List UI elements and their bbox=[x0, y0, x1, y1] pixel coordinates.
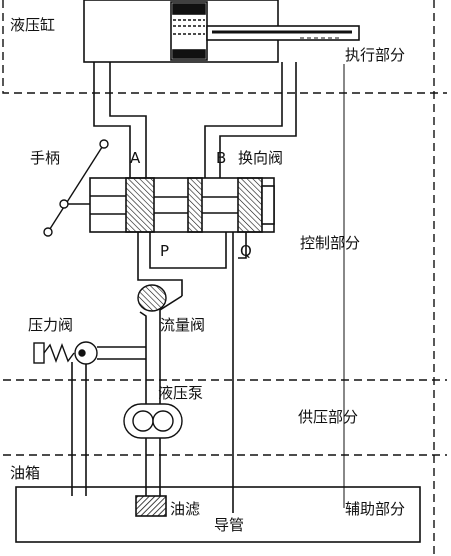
tank-body bbox=[15, 486, 421, 543]
oil-tank bbox=[15, 486, 421, 543]
hydraulic-pump-label: 液压泵 bbox=[158, 384, 203, 402]
pump-to-flow bbox=[139, 311, 147, 404]
port-b-label: B bbox=[216, 149, 226, 167]
handle-knob-top[interactable] bbox=[99, 139, 109, 149]
port-p-label: P bbox=[160, 242, 169, 260]
reversing-valve bbox=[89, 177, 275, 233]
control-part-label: 控制部分 bbox=[300, 234, 360, 252]
pipes bbox=[71, 62, 297, 513]
handle-label: 手柄 bbox=[30, 149, 60, 167]
oil-filter-label: 油滤 bbox=[170, 500, 200, 518]
pressure-valve bbox=[33, 341, 98, 365]
pressure-valve-ball bbox=[74, 341, 98, 365]
pipe-p-inner bbox=[137, 232, 183, 296]
pressure-valve-cap[interactable] bbox=[33, 342, 45, 364]
execution-part-label: 执行部分 bbox=[345, 46, 405, 64]
execution-section-border bbox=[2, 0, 447, 94]
pressure-valve-spring bbox=[43, 343, 75, 363]
pipe-b-inner bbox=[219, 62, 297, 178]
pipe-b-outer bbox=[204, 62, 283, 178]
auxiliary-part-label: 辅助部分 bbox=[345, 500, 405, 518]
pressure-valve-label: 压力阀 bbox=[28, 316, 73, 334]
port-q-label: Q bbox=[240, 242, 252, 260]
oil-tank-label: 油箱 bbox=[10, 464, 40, 482]
flow-valve bbox=[137, 284, 167, 312]
pipe-a-outer bbox=[93, 62, 131, 178]
handle-pivot bbox=[59, 199, 69, 209]
handle-linkage bbox=[43, 139, 126, 237]
pipe-q-inner bbox=[238, 232, 247, 259]
port-a-label: A bbox=[130, 149, 141, 167]
pump-to-flow-2 bbox=[159, 295, 183, 404]
cylinder bbox=[83, 0, 360, 63]
piston-bottom-band bbox=[172, 49, 206, 59]
oil-filter-element bbox=[135, 495, 167, 517]
piston-top-band bbox=[172, 3, 206, 15]
flow-valve-label: 流量阀 bbox=[160, 316, 205, 334]
reversing-valve-label: 换向阀 bbox=[238, 149, 283, 167]
pump-gear-right bbox=[152, 410, 174, 432]
pump-gear-left bbox=[132, 410, 154, 432]
flow-valve-body bbox=[137, 284, 167, 312]
hydraulic-pump bbox=[123, 403, 183, 439]
conduit-label: 导管 bbox=[214, 516, 244, 534]
supply-part-label: 供压部分 bbox=[298, 408, 358, 426]
pipe-p bbox=[149, 226, 227, 269]
pipe-a-inner bbox=[109, 62, 147, 178]
handle-knob-bottom[interactable] bbox=[43, 227, 53, 237]
cylinder-label: 液压缸 bbox=[10, 16, 55, 34]
